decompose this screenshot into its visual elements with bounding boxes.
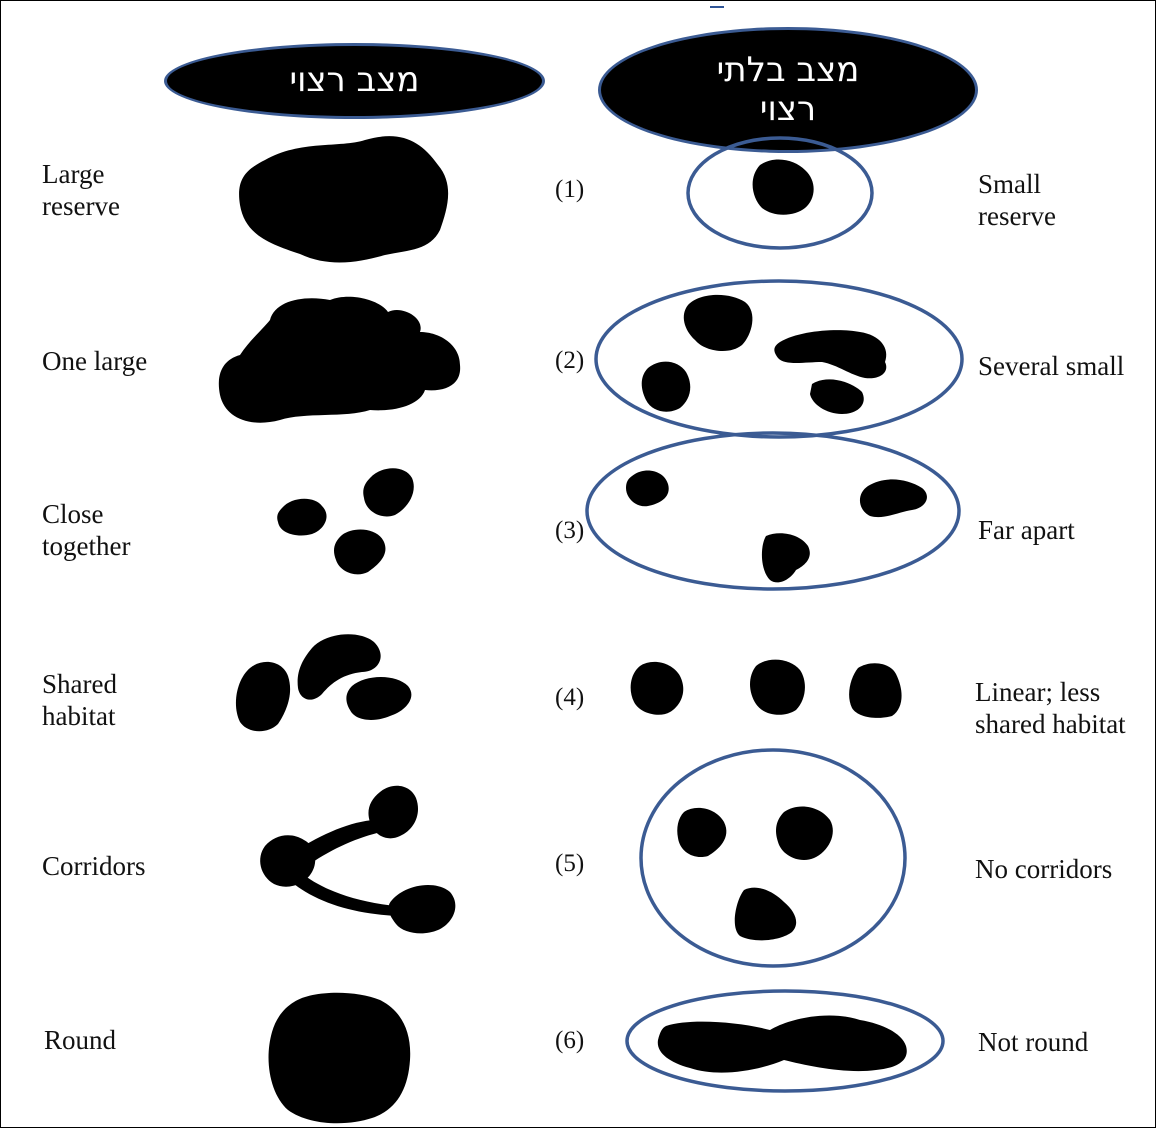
no-corridors-blob-3	[735, 888, 796, 941]
far-apart-blob-3	[762, 533, 810, 582]
linear-blob-2	[750, 660, 805, 715]
shared-habitat-blob-3	[346, 677, 411, 720]
corridors-shape	[260, 786, 455, 934]
not-round-blob	[658, 1015, 907, 1072]
several-small-blob-4	[810, 379, 864, 414]
no-corridors-blob-1	[677, 808, 726, 857]
far-apart-blob-1	[626, 470, 669, 506]
round-blob	[269, 993, 411, 1124]
shared-habitat-blob-1	[236, 662, 290, 731]
large-reserve-blob	[239, 136, 448, 262]
close-together-blob-1	[277, 499, 326, 536]
linear-blob-3	[849, 663, 901, 718]
several-small-blob-2	[774, 330, 886, 378]
highlight-ellipse-2	[596, 281, 962, 437]
far-apart-blob-2	[860, 479, 927, 517]
one-large-blob	[219, 297, 460, 423]
close-together-blob-3	[334, 530, 385, 575]
linear-blob-1	[631, 662, 684, 715]
several-small-blob-1	[684, 295, 753, 351]
several-small-blob-3	[642, 362, 691, 412]
close-together-blob-2	[363, 468, 414, 516]
small-reserve-blob	[753, 160, 814, 215]
no-corridors-blob-2	[776, 806, 833, 860]
